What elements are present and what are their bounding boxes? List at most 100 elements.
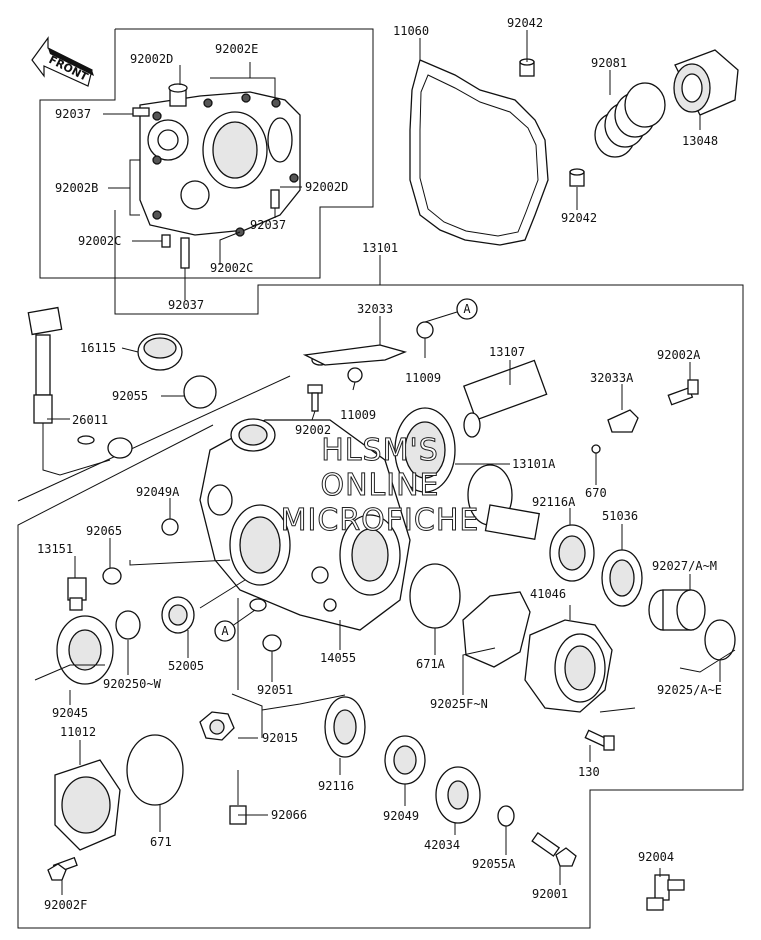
front-arrow-icon: FRONT (31, 36, 94, 87)
label-92002: 92002 (295, 423, 331, 437)
label-92042b: 92042 (561, 211, 597, 225)
washer-11009a (416, 321, 434, 339)
crankcase-cover (132, 83, 301, 269)
dowel-pin-92042b (569, 168, 585, 187)
label-670: 670 (585, 486, 607, 500)
label-92002C-b: 92002C (210, 261, 253, 275)
washer-92049A (161, 518, 179, 536)
label-32033: 32033 (357, 302, 393, 316)
nut-92015 (199, 711, 235, 741)
ref-marker-a-bottom-label: A (221, 624, 229, 638)
label-92055A: 92055A (472, 857, 516, 871)
label-92002B: 92002B (55, 181, 98, 195)
label-92002D: 92002D (130, 52, 173, 66)
label-92025A: 92025/A~E (657, 683, 722, 697)
label-11009a: 11009 (405, 371, 441, 385)
label-92081: 92081 (591, 56, 627, 70)
label-92049: 92049 (383, 809, 419, 823)
o-ring-92055 (183, 375, 217, 409)
o-ring-92055A (497, 805, 515, 827)
seal-52005 (161, 596, 195, 634)
label-92051: 92051 (257, 683, 293, 697)
label-92037a: 92037 (55, 107, 91, 121)
bearing-92045 (56, 615, 114, 685)
label-92037c: 92037 (168, 298, 204, 312)
bearing-92116A (549, 524, 595, 582)
label-92066: 92066 (271, 808, 307, 822)
spring-92081 (594, 82, 666, 158)
label-92004: 92004 (638, 850, 674, 864)
plug-92004 (646, 874, 685, 911)
bolt-92002F (47, 856, 78, 881)
label-92002E: 92002E (215, 42, 258, 56)
shaft-13107 (463, 359, 548, 438)
label-13151: 13151 (37, 542, 73, 556)
label-41046: 41046 (530, 587, 566, 601)
sensor-26011 (27, 306, 133, 476)
cap-16115 (137, 333, 183, 371)
label-92002C: 92002C (78, 234, 121, 248)
bearing-92116 (324, 696, 366, 758)
bolt-92001 (531, 831, 577, 867)
leader-lines (34, 30, 736, 895)
label-13048: 13048 (682, 134, 718, 148)
cap-11012 (54, 759, 121, 851)
sensor-13151 (67, 577, 87, 611)
label-52005: 52005 (168, 659, 204, 673)
label-92042a: 92042 (507, 16, 543, 30)
housing-41046 (524, 619, 613, 713)
washer-11009b (347, 367, 363, 383)
label-92025F: 92025F~N (430, 697, 488, 711)
label-92002F: 92002F (44, 898, 87, 912)
label-92116A: 92116A (532, 495, 576, 509)
watermark-line-3: MICROFICHE (281, 503, 480, 538)
label-92002D-b: 92002D (305, 180, 348, 194)
label-14055: 14055 (320, 651, 356, 665)
shim-92027 (648, 589, 706, 631)
label-130: 130 (578, 765, 600, 779)
part-labels: 92002D 92002E 92037 92002B 92002D 92002C… (37, 16, 722, 912)
gear-13101A (394, 407, 540, 541)
bolt-130 (584, 729, 615, 751)
label-13101A: 13101A (512, 457, 556, 471)
watermark-line-1: HLSM'S (321, 433, 439, 468)
final-gear-housing (199, 344, 411, 631)
gasket-11060 (409, 59, 549, 246)
label-92045: 92045 (52, 706, 88, 720)
label-16115: 16115 (80, 341, 116, 355)
washer-92051 (262, 634, 282, 652)
seal-51036 (601, 549, 643, 607)
label-11009b: 11009 (340, 408, 376, 422)
label-92065: 92065 (86, 524, 122, 538)
bracket-32033A (607, 409, 639, 433)
label-92001: 92001 (532, 887, 568, 901)
label-92037b: 92037 (250, 218, 286, 232)
label-92027: 92027/A~M (652, 559, 717, 573)
o-ring-671A (409, 563, 461, 629)
watermark: HLSM'S ONLINE MICROFICHE (280, 433, 480, 539)
label-13107: 13107 (489, 345, 525, 359)
ref-marker-a-bottom: A (214, 620, 236, 642)
label-42034: 42034 (424, 838, 460, 852)
shim-92025A (704, 619, 736, 661)
label-92116: 92116 (318, 779, 354, 793)
gasket-92025F (462, 591, 531, 668)
label-11060: 11060 (393, 24, 429, 38)
washer-92065 (102, 567, 122, 585)
label-26011: 26011 (72, 413, 108, 427)
bolt-92002A (667, 379, 699, 406)
watermark-line-2: ONLINE (320, 468, 439, 503)
ref-marker-a-top-label: A (463, 302, 471, 316)
label-13101: 13101 (362, 241, 398, 255)
label-11012: 11012 (60, 725, 96, 739)
label-671A: 671A (416, 657, 446, 671)
label-671: 671 (150, 835, 172, 849)
label-92050: 920250~W (103, 677, 162, 691)
seal-92049 (384, 735, 426, 785)
label-92015: 92015 (262, 731, 298, 745)
label-92002A: 92002A (657, 348, 701, 362)
coupling-42034 (435, 766, 481, 824)
o-ring-670 (591, 444, 601, 454)
label-32033A: 32033A (590, 371, 634, 385)
